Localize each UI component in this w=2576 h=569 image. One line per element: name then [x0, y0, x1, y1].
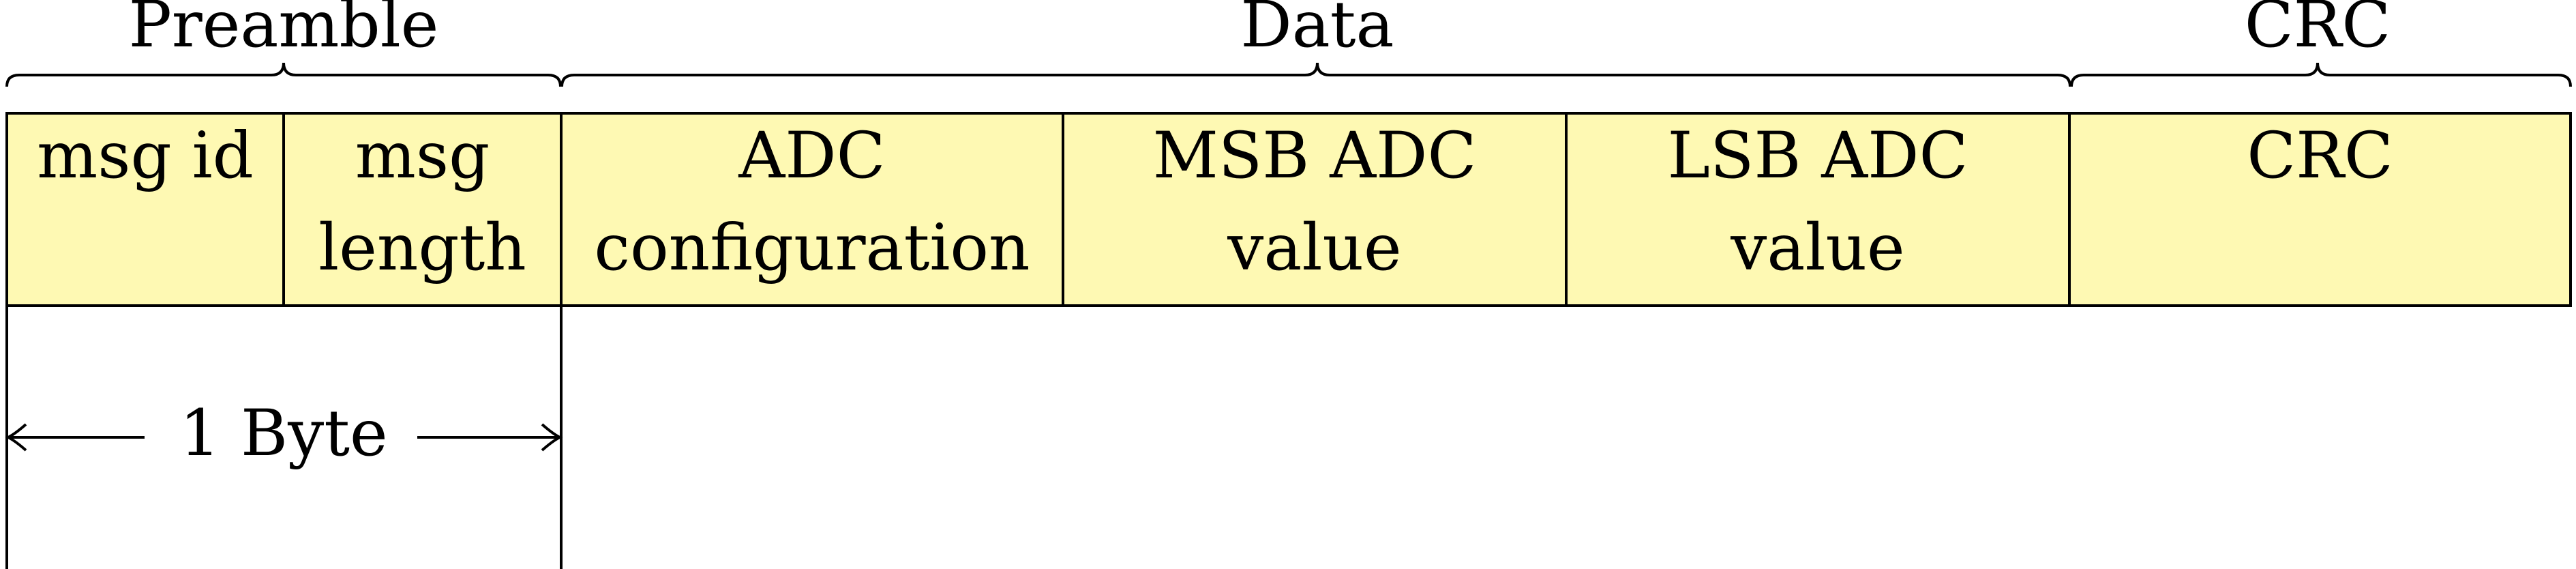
field-label-lsb-adc-value-line-2: value [1730, 211, 1904, 285]
field-label-msg-id-line-1: msg id [37, 119, 254, 193]
brace-preamble [5, 62, 562, 87]
dimension-label: 1 Byte [179, 396, 387, 471]
field-cell-msg-length [282, 112, 563, 307]
field-label-msb-adc-value-line-1: MSB ADC [1153, 119, 1477, 193]
field-cell-msb-adc-value [1062, 112, 1568, 307]
field-row: msg id msg length ADC configuration MSB ADC va… [5, 112, 2572, 307]
group-label-preamble: Preamble [129, 0, 439, 62]
dimension-arrow-right-head [541, 423, 563, 452]
field-cell-lsb-adc-value [1565, 112, 2071, 307]
brace-crc [2070, 62, 2572, 87]
field-label-msg-length-line-1: msg [355, 119, 490, 193]
field-cell-msg-id [5, 112, 285, 307]
field-label-lsb-adc-value-line-1: LSB ADC [1668, 119, 1968, 193]
group-label-data: Data [1240, 0, 1394, 62]
field-label-msg-length-line-2: length [318, 211, 526, 285]
field-cell-adc-configuration [560, 112, 1064, 307]
field-label-msb-adc-value-line-2: value [1227, 211, 1401, 285]
field-cell-crc [2068, 112, 2572, 307]
field-label-adc-configuration-line-1: ADC [738, 119, 885, 193]
field-label-adc-configuration-line-2: configuration [594, 211, 1030, 285]
dimension-arrow-left-head [5, 423, 27, 452]
brace-data [560, 62, 2071, 87]
field-label-crc-line-1: CRC [2247, 119, 2393, 193]
group-label-crc: CRC [2245, 0, 2391, 62]
